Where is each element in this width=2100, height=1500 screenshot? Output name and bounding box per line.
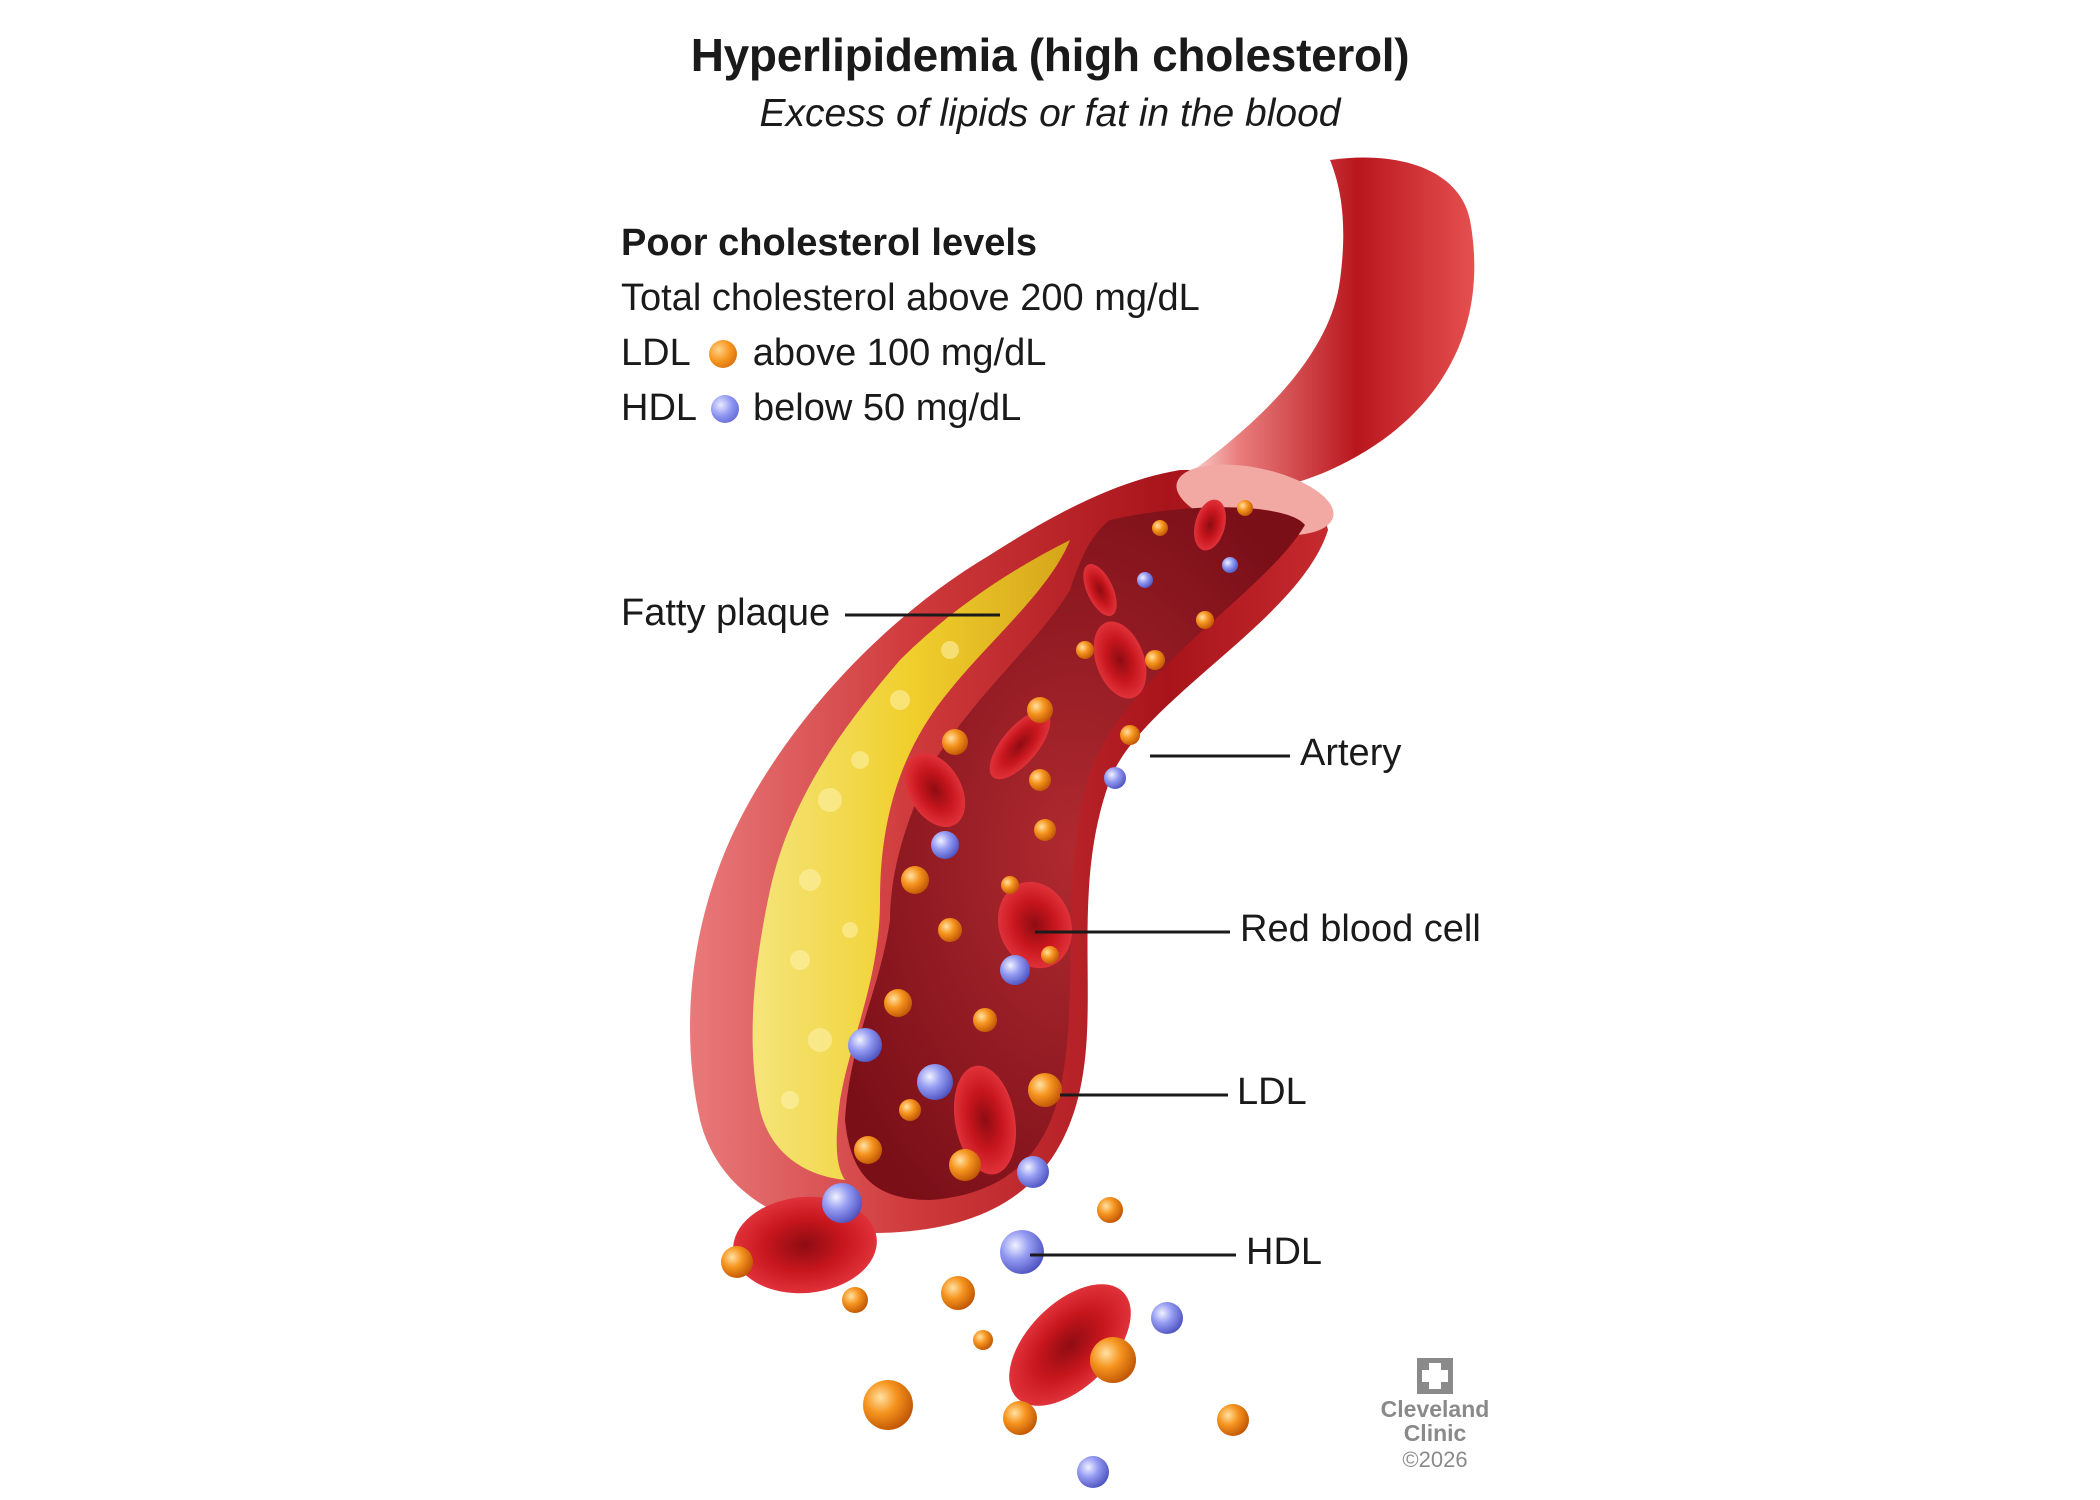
ldl-label: LDL <box>1237 1071 1307 1113</box>
red-blood-cells <box>733 499 1226 1406</box>
legend-total-cholesterol: Total cholesterol above 200 mg/dL <box>621 277 1200 319</box>
hdl-particle <box>848 1028 882 1062</box>
cholesterol-legend: Poor cholesterol levels Total cholestero… <box>621 216 1200 436</box>
red-blood-cell <box>1093 621 1147 699</box>
ldl-particle <box>842 1287 868 1313</box>
page-subtitle: Excess of lipids or fat in the blood <box>759 92 1341 135</box>
red-blood-cell <box>1083 564 1117 616</box>
hdl-particle <box>1017 1156 1049 1188</box>
hdl-particle <box>822 1183 862 1223</box>
hdl-particle <box>1000 955 1030 985</box>
ldl-particle <box>1029 769 1051 791</box>
legend-hdl-label: HDL <box>621 387 698 429</box>
red-blood-cell <box>997 881 1073 969</box>
ldl-particle <box>1217 1404 1249 1436</box>
ldl-particle <box>949 1149 981 1181</box>
logo-name-line1: Cleveland <box>1380 1396 1490 1422</box>
ldl-particle <box>942 729 968 755</box>
hdl-particle <box>917 1064 953 1100</box>
hdl-particle <box>931 831 959 859</box>
hdl-particles <box>822 557 1238 1488</box>
ldl-particles <box>721 500 1253 1436</box>
cleveland-clinic-logo: Cleveland Clinic ©2026 <box>1370 1355 1500 1475</box>
legend-hdl-value: below 50 mg/dL <box>753 387 1022 429</box>
legend-heading: Poor cholesterol levels <box>621 222 1038 264</box>
ldl-particle <box>973 1008 997 1032</box>
hdl-dot-icon <box>711 395 740 423</box>
ldl-particle <box>1028 1073 1062 1107</box>
ldl-particle <box>899 1099 921 1121</box>
cleveland-clinic-logo-mark <box>1417 1358 1453 1394</box>
legend-hdl-row: HDL below 50 mg/dL <box>621 381 1200 436</box>
ldl-particle <box>901 866 929 894</box>
fatty-plaque <box>752 540 1070 1180</box>
ldl-particle <box>1097 1197 1123 1223</box>
hdl-particle <box>1151 1302 1183 1334</box>
red-blood-cell-label: Red blood cell <box>1240 908 1481 950</box>
ldl-particle <box>973 1330 993 1350</box>
ldl-particle <box>863 1380 913 1430</box>
ldl-particle <box>854 1136 882 1164</box>
ldl-particle <box>1145 650 1165 670</box>
callout-lines <box>845 613 1290 1257</box>
hdl-particle <box>1137 572 1153 588</box>
red-blood-cell <box>953 1065 1017 1175</box>
ldl-particle <box>1090 1337 1136 1383</box>
ldl-particle <box>1001 876 1019 894</box>
ldl-dot-icon <box>708 340 737 368</box>
artery-label: Artery <box>1300 732 1402 774</box>
ldl-particle <box>1076 641 1094 659</box>
red-blood-cell <box>989 710 1051 780</box>
legend-ldl-row: LDL above 100 mg/dL <box>621 326 1200 381</box>
red-blood-cell <box>904 753 966 827</box>
legend-ldl-label: LDL <box>621 332 691 374</box>
hdl-particle <box>1104 767 1126 789</box>
ldl-particle <box>1003 1401 1037 1435</box>
legend-ldl-value: above 100 mg/dL <box>752 332 1047 374</box>
ldl-particle <box>1034 819 1056 841</box>
hdl-particle <box>1222 557 1238 573</box>
ldl-particle <box>941 1276 975 1310</box>
plaque-texture <box>781 641 959 1109</box>
logo-name-line2: Clinic <box>1403 1420 1467 1446</box>
ldl-particle <box>938 918 962 942</box>
artery-tube <box>1180 157 1475 492</box>
red-blood-cell <box>1194 499 1226 551</box>
hdl-label: HDL <box>1246 1231 1323 1273</box>
ldl-particle <box>1041 946 1059 964</box>
fatty-plaque-label: Fatty plaque <box>621 592 831 634</box>
ldl-particle <box>1152 520 1168 536</box>
hdl-particle <box>1077 1456 1109 1488</box>
hdl-particle <box>1000 1230 1044 1274</box>
ldl-particle <box>1237 500 1253 516</box>
ldl-particle <box>884 989 912 1017</box>
red-blood-cell <box>1009 1284 1131 1406</box>
logo-copyright: ©2026 <box>1402 1447 1468 1472</box>
artery-lumen <box>845 507 1305 1200</box>
ldl-particle <box>721 1246 753 1278</box>
page-title: Hyperlipidemia (high cholesterol) <box>690 29 1410 81</box>
ldl-particle <box>1120 725 1140 745</box>
ldl-particle <box>1196 611 1214 629</box>
ldl-particle <box>1027 697 1053 723</box>
